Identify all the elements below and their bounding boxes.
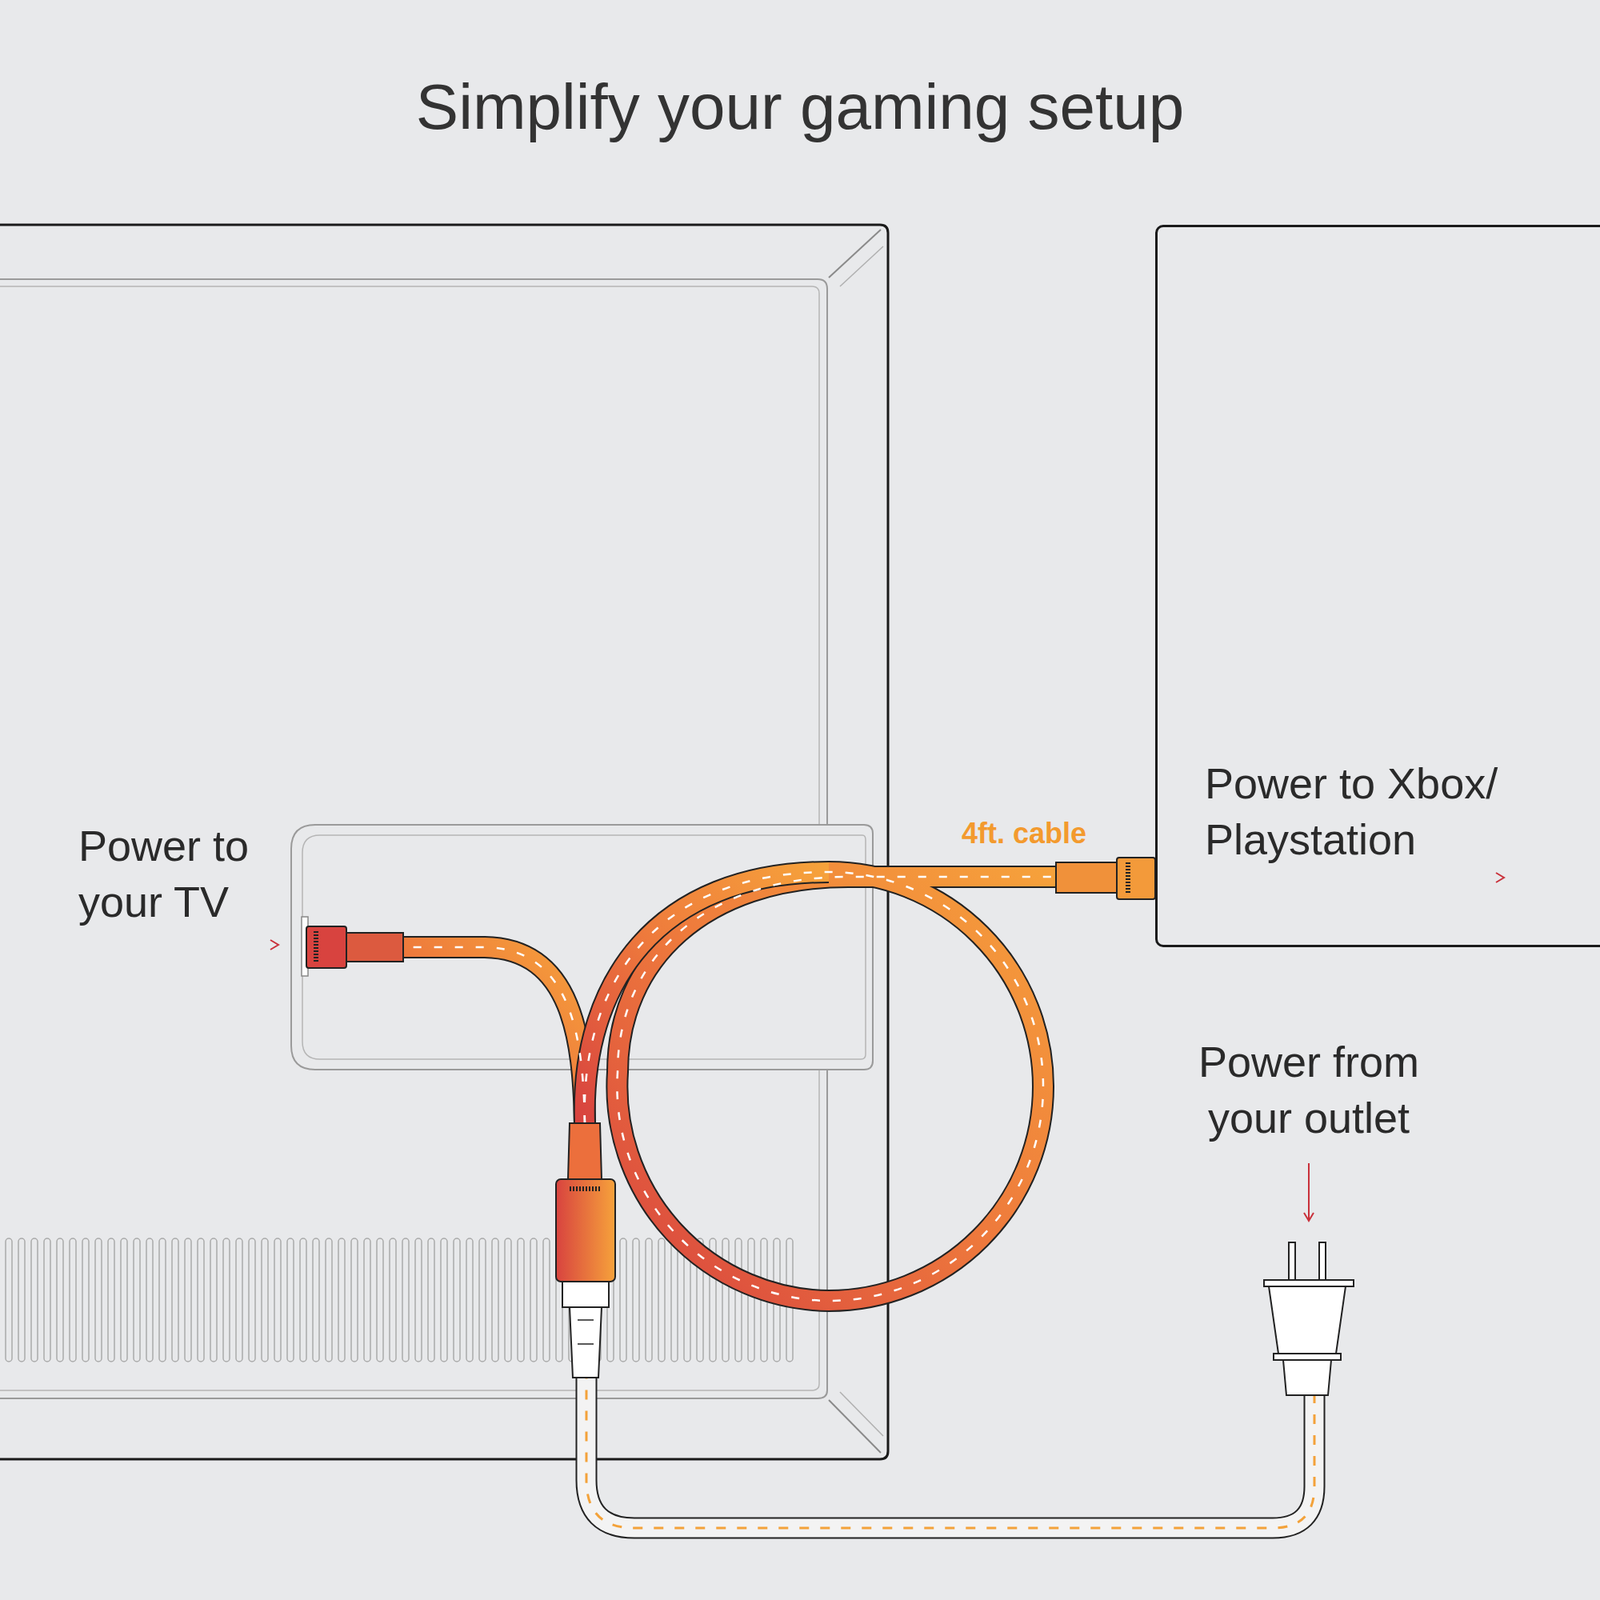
outlet-label-holder: Power from your outlet (1168, 1033, 1449, 1146)
cable-length-label-holder: 4ft. cable (936, 814, 1112, 852)
cable-length-label: 4ft. cable (936, 814, 1112, 852)
tv-back (0, 224, 888, 1460)
tv-label-holder: Power to your TV (78, 817, 319, 930)
wall-plug (1264, 1242, 1354, 1396)
title: Simplify your gaming setup (0, 70, 1600, 144)
tv-connector (306, 926, 404, 968)
splitter-plug (556, 1123, 616, 1378)
outlet-cord (586, 1377, 1315, 1528)
outlet-label: Power from your outlet (1168, 1033, 1449, 1146)
node-text: Power to Xbox/ Playstation (1204, 755, 1557, 868)
title-holder: Simplify your gaming setup (0, 70, 1600, 144)
console-connector (1056, 857, 1156, 900)
split-cable (403, 872, 1058, 1301)
leader-arrows (78, 872, 1504, 1221)
console-box: Power to Xbox/ Playstation (1155, 224, 1600, 948)
tv-label: Power to your TV (78, 817, 319, 930)
